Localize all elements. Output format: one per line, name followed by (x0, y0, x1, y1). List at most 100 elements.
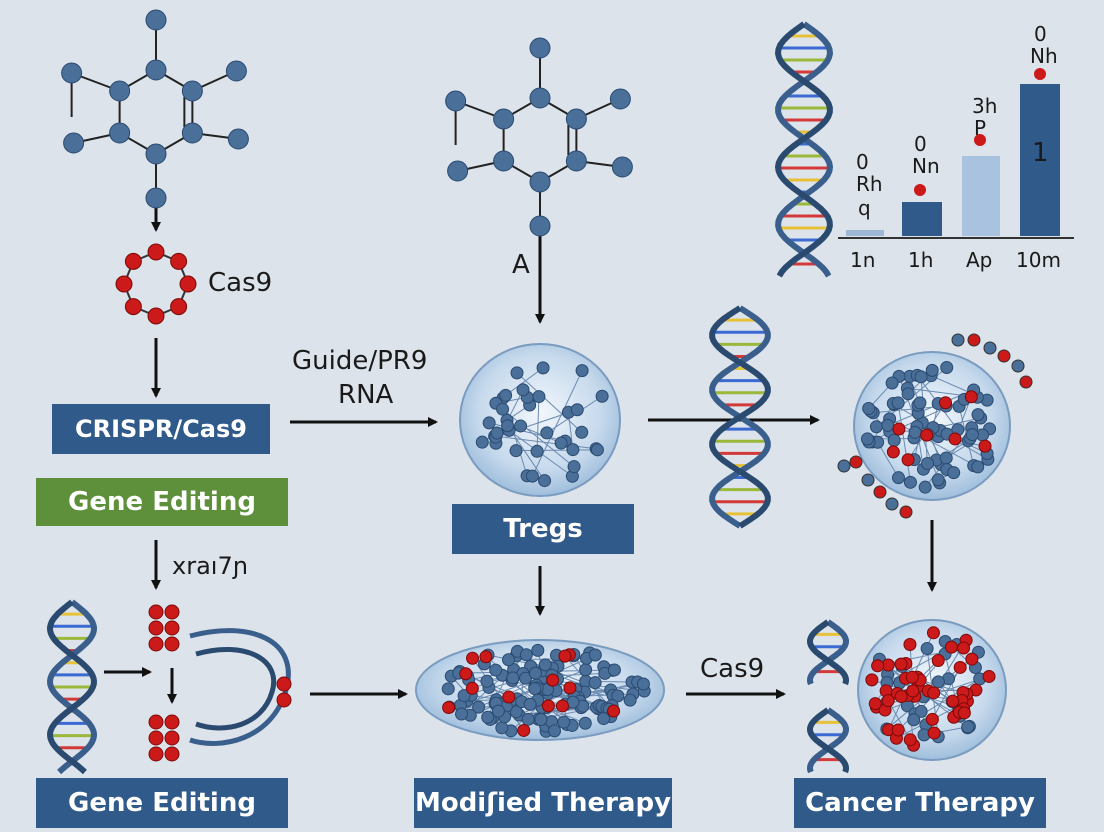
red-bead (276, 676, 292, 692)
particle (925, 363, 939, 377)
red-particle (502, 690, 516, 704)
backbone (807, 619, 849, 686)
red-particle (479, 650, 493, 664)
red-particle (607, 704, 621, 718)
particle (548, 724, 562, 738)
red-particle (894, 690, 908, 704)
atom (61, 62, 83, 84)
modified-therapy-box: Modiʃied Therapy (414, 778, 672, 828)
particle (940, 360, 954, 374)
particle (506, 671, 520, 685)
backbone (46, 599, 98, 775)
particle (939, 451, 953, 465)
backbone (807, 707, 849, 774)
backbone (46, 599, 98, 775)
backbone (774, 21, 833, 278)
bead (837, 459, 851, 473)
red-particle (931, 654, 945, 668)
inset-marker (1034, 68, 1046, 80)
particle (887, 433, 901, 447)
particle (528, 666, 542, 680)
link (897, 402, 911, 483)
particle (885, 376, 899, 390)
inset-marker (974, 134, 986, 146)
particle (636, 677, 650, 691)
particle (532, 390, 546, 404)
red-particle (903, 733, 917, 747)
modified-therapy-label: Modiʃied Therapy (414, 788, 672, 818)
guide-label-line2: RNA (338, 380, 394, 410)
bead (997, 349, 1011, 363)
atom (493, 150, 515, 172)
molecule-2 (445, 37, 633, 237)
red-bead (148, 714, 164, 730)
particle (579, 663, 593, 677)
particle (510, 366, 524, 380)
particle (907, 713, 921, 727)
particle (516, 383, 530, 397)
atom (109, 80, 131, 102)
particle (509, 444, 523, 458)
particle (475, 435, 489, 449)
modified-cell-cluster (415, 639, 665, 741)
red-bead (164, 730, 180, 746)
atom (445, 90, 467, 112)
particle (971, 460, 985, 474)
atom (565, 150, 587, 172)
inset-bar1-number: 0 (856, 150, 869, 174)
red-particle (965, 652, 979, 666)
inset-x-label-1: 1n (850, 248, 876, 272)
red-particle (903, 638, 917, 652)
a-label: A (512, 250, 530, 280)
particle (530, 444, 544, 458)
red-particle (927, 726, 941, 740)
red-particle (939, 396, 953, 410)
particle (538, 474, 552, 488)
particle (489, 663, 503, 677)
link (516, 372, 583, 433)
particle (623, 693, 637, 707)
particle (607, 663, 621, 677)
particle (860, 432, 874, 446)
particle (519, 648, 533, 662)
particle (947, 466, 961, 480)
atom (147, 307, 165, 325)
dna-helix-1 (774, 21, 834, 278)
red-particle (442, 700, 456, 714)
bead-chains (837, 333, 1033, 519)
atom (181, 80, 203, 102)
cell-spheres (415, 333, 1033, 761)
particle (921, 456, 935, 470)
atom (493, 108, 515, 130)
particle (965, 428, 979, 442)
inset-x-label-3: Ap (966, 248, 993, 272)
tregs-box: Tregs (452, 504, 634, 554)
atom (145, 143, 167, 165)
atom (225, 60, 247, 82)
inset-bar-4 (1020, 84, 1060, 236)
red-particle (466, 651, 480, 665)
particle (490, 426, 504, 440)
red-bead (148, 620, 164, 636)
particle (961, 720, 975, 734)
particle (862, 402, 876, 416)
inset-x-label-4: 10m (1016, 248, 1061, 272)
particle (540, 426, 554, 440)
atom (115, 275, 133, 293)
backbone (195, 647, 277, 731)
red-particle (871, 659, 885, 673)
red-bead (148, 636, 164, 652)
red-particle (957, 706, 971, 720)
link (931, 667, 961, 720)
particle (496, 402, 510, 416)
red-particle (905, 670, 919, 684)
atom (529, 87, 551, 109)
particle (903, 475, 917, 489)
dna-helix-5 (807, 707, 849, 774)
link (502, 408, 575, 468)
particle (509, 705, 523, 719)
crispr-cas9-box: CRISPR/Cas9 (52, 404, 270, 454)
target-cell (853, 351, 1011, 501)
